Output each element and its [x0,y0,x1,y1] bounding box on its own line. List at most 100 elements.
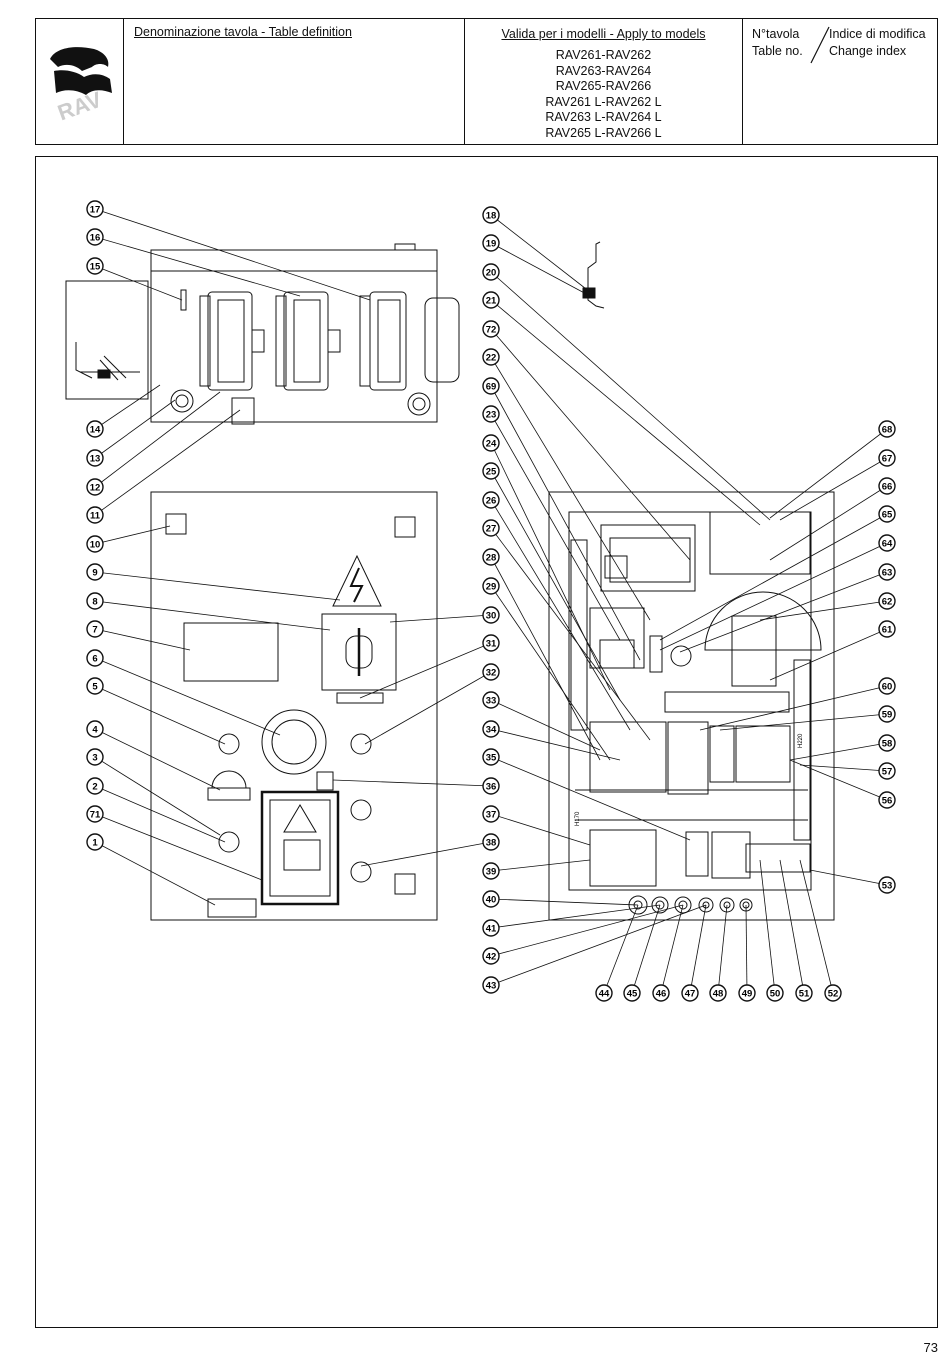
callout-60: 60 [878,677,896,695]
detail-inset [65,280,149,400]
callout-67: 67 [878,449,896,467]
callout-69: 69 [482,377,500,395]
label-h170: H170 [575,811,581,826]
callout-47: 47 [681,984,699,1002]
svg-text:8: 8 [92,597,97,608]
svg-text:66: 66 [882,482,893,493]
callout-53: 53 [878,876,896,894]
callout-9: 9 [86,563,104,581]
callout-65: 65 [878,505,896,523]
models-cell: Valida per i modelli - Apply to models R… [465,19,743,144]
callout-57: 57 [878,762,896,780]
callout-38: 38 [482,833,500,851]
svg-text:34: 34 [486,725,497,736]
change-index-it: Indice di modifica [829,27,926,41]
svg-text:10: 10 [90,540,101,551]
rav-logo: RAV [50,47,112,125]
callout-13: 13 [86,449,104,467]
model-list: RAV261-RAV262 RAV263-RAV264 RAV265-RAV26… [465,48,742,141]
svg-text:48: 48 [713,989,724,1000]
contactor [667,721,709,795]
callout-36: 36 [482,777,500,795]
table-no-en: Table no. [752,44,803,58]
callout-7: 7 [86,620,104,638]
svg-text:60: 60 [882,682,893,693]
svg-text:62: 62 [882,597,893,608]
svg-text:4: 4 [92,725,98,736]
svg-text:39: 39 [486,867,497,878]
svg-text:18: 18 [486,211,497,222]
svg-text:3: 3 [92,753,97,764]
callout-61: 61 [878,620,896,638]
svg-text:46: 46 [656,989,667,1000]
svg-text:43: 43 [486,981,497,992]
callouts: 1716151413121110987654327113031323638181… [86,200,896,1002]
gland-right [407,392,431,416]
slash-divider [810,26,830,64]
lamp-right [350,733,372,755]
callout-37: 37 [482,805,500,823]
main-switch [321,613,397,691]
label-plate [183,622,279,682]
svg-text:53: 53 [882,881,893,892]
svg-text:38: 38 [486,838,497,849]
change-index-en: Change index [829,44,907,58]
plc-module [600,524,696,592]
din-rail [587,241,605,309]
logo-cell: RAV [36,19,124,144]
callout-8: 8 [86,592,104,610]
lamp-left [218,733,240,755]
svg-text:69: 69 [486,382,497,393]
svg-text:68: 68 [882,425,893,436]
svg-text:11: 11 [90,511,101,522]
svg-text:45: 45 [627,989,638,1000]
callout-59: 59 [878,705,896,723]
callout-1: 1 [86,833,104,851]
label-h220: H220 [798,733,804,748]
callout-32: 32 [482,663,500,681]
danger-sign [332,554,382,607]
svg-text:12: 12 [90,483,101,494]
callout-66: 66 [878,477,896,495]
svg-text:42: 42 [486,952,497,963]
svg-text:20: 20 [486,268,497,279]
top-panel [150,249,438,423]
svg-text:32: 32 [486,668,497,679]
connector-3 [369,291,407,391]
model-item: RAV263-RAV264 [555,63,652,78]
fuse-block [589,721,667,793]
svg-text:64: 64 [882,539,893,550]
svg-text:16: 16 [90,233,101,244]
svg-text:15: 15 [90,262,101,273]
callout-51: 51 [795,984,813,1002]
svg-text:7: 7 [92,625,97,636]
svg-text:35: 35 [486,753,497,764]
svg-text:25: 25 [486,467,497,478]
callout-33: 33 [482,691,500,709]
callout-45: 45 [623,984,641,1002]
svg-text:13: 13 [90,454,101,465]
cable-glands [628,895,753,915]
callout-31: 31 [482,634,500,652]
callout-12: 12 [86,478,104,496]
callout-17: 17 [86,200,104,218]
svg-text:17: 17 [90,205,101,216]
selector-dial [211,770,247,789]
connector-cap [424,297,460,383]
callout-35: 35 [482,748,500,766]
callout-16: 16 [86,228,104,246]
svg-text:14: 14 [90,425,101,436]
callout-62: 62 [878,592,896,610]
callout-30: 30 [482,606,500,624]
table-definition-cell: Denominazione tavola - Table definition [124,19,465,144]
terminal-strip [745,843,811,873]
svg-text:72: 72 [486,325,497,336]
callout-72: 72 [482,320,500,338]
svg-text:29: 29 [486,582,497,593]
svg-text:63: 63 [882,568,893,579]
drawing-frame [35,156,938,1328]
callout-42: 42 [482,947,500,965]
callout-2: 2 [86,777,104,795]
model-item: RAV265 L-RAV266 L [545,125,662,140]
leader-lines [94,208,888,994]
